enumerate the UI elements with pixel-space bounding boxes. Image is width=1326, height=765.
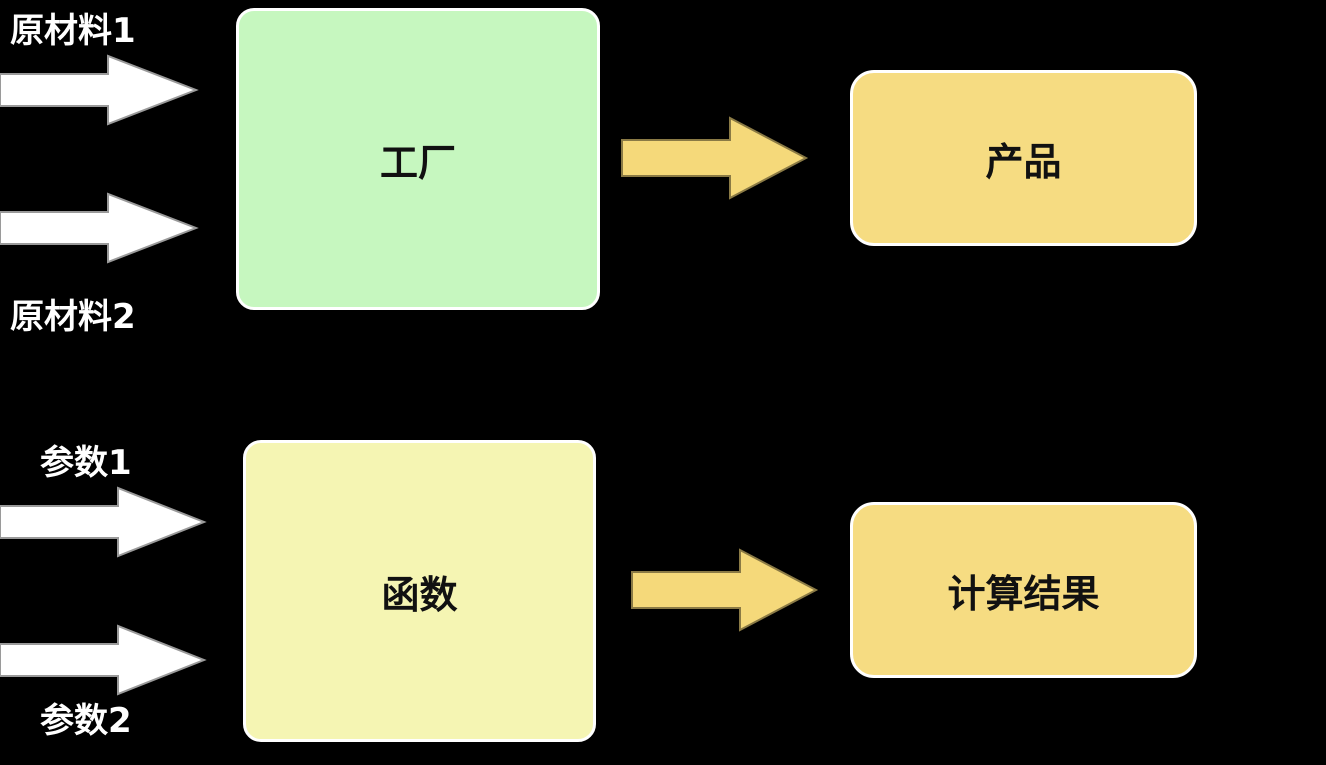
product-box: 产品 <box>850 70 1197 246</box>
result-box: 计算结果 <box>850 502 1197 678</box>
raw-material-1-label: 原材料1 <box>10 11 136 51</box>
result-label: 计算结果 <box>947 571 1100 616</box>
factory-box: 工厂 <box>236 8 600 310</box>
raw-material-2-label: 原材料2 <box>10 297 136 337</box>
raw-material-2-arrow <box>0 192 199 264</box>
product-arrow <box>621 116 809 200</box>
parameter-1-label: 参数1 <box>40 443 132 483</box>
function-box: 函数 <box>243 440 596 742</box>
raw-material-1-arrow <box>0 54 199 126</box>
result-arrow <box>631 548 819 632</box>
parameter-2-label: 参数2 <box>40 701 132 741</box>
parameter-1-arrow <box>0 486 207 558</box>
function-label: 函数 <box>381 572 458 617</box>
parameter-2-arrow <box>0 624 207 696</box>
product-label: 产品 <box>985 139 1062 184</box>
factory-label: 工厂 <box>379 140 456 185</box>
